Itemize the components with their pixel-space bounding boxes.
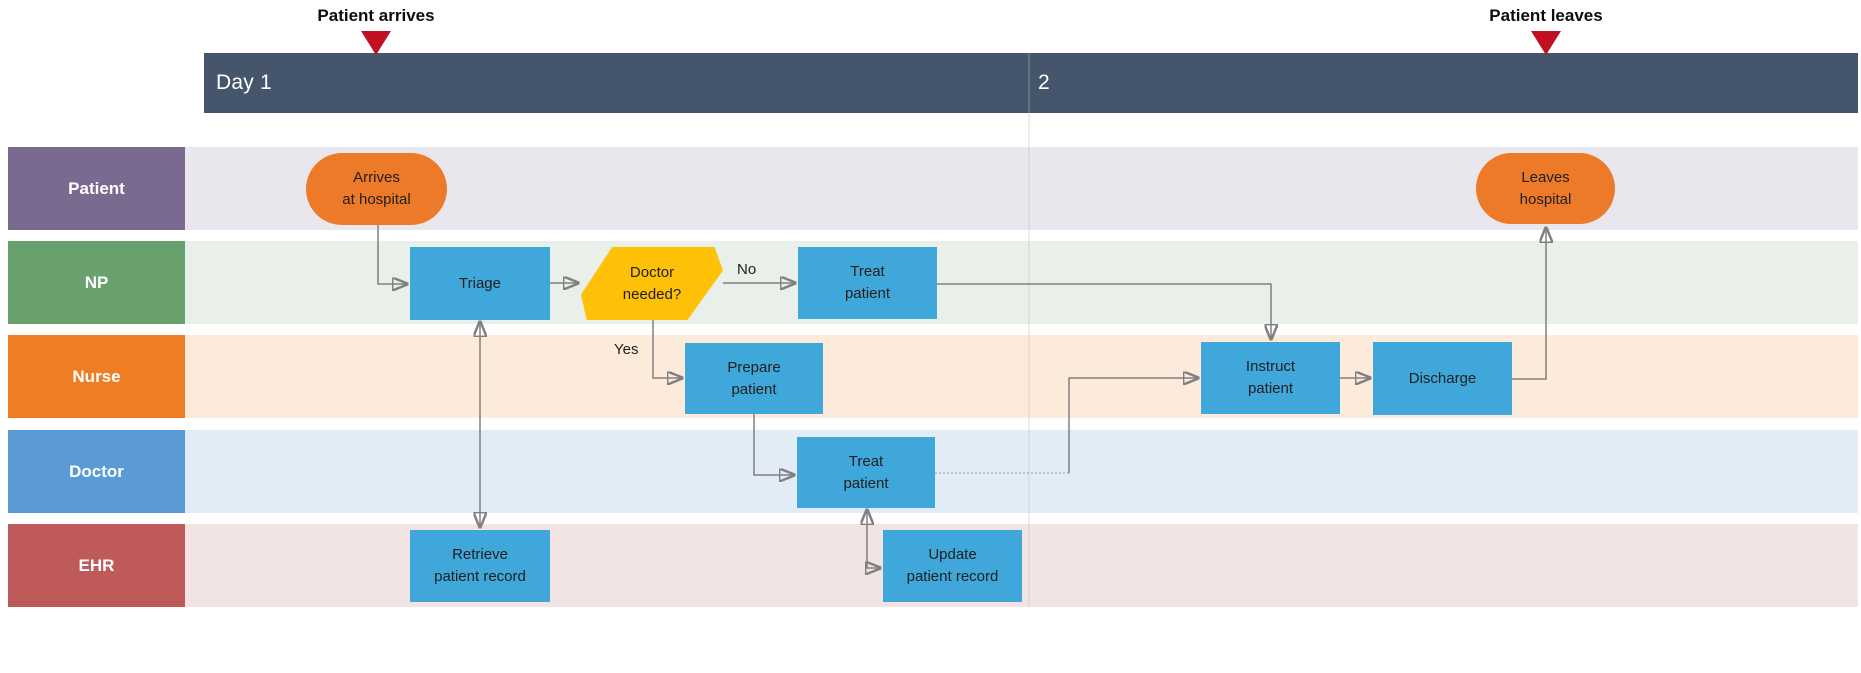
shape-text: Prepare bbox=[727, 358, 781, 376]
timeline-bar: Day 1 2 bbox=[204, 53, 1858, 113]
lane-nurse: Nurse bbox=[8, 335, 1858, 418]
shape-instruct-patient: Instruct patient bbox=[1201, 342, 1340, 414]
shape-text: Treat bbox=[850, 263, 885, 280]
shape-text: Doctor bbox=[629, 263, 675, 281]
milestone-leaves-label: Patient leaves bbox=[1489, 6, 1603, 25]
milestone-triangle-icon bbox=[1531, 31, 1561, 55]
shape-arrives-at-hospital: Arrives at hospital bbox=[306, 153, 447, 225]
shape-text: patient record bbox=[906, 568, 999, 585]
shape-text: Retrieve bbox=[452, 546, 508, 563]
shape-prepare-patient: Prepare patient bbox=[685, 343, 823, 414]
shape-text: Triage bbox=[459, 274, 501, 292]
shape-text: Instruct bbox=[1245, 358, 1296, 375]
edge-label-no: No bbox=[737, 261, 757, 278]
lane-label-ehr: EHR bbox=[8, 524, 185, 607]
shape-text: at hospital bbox=[342, 191, 411, 208]
day2-label: 2 bbox=[1038, 71, 1050, 94]
lane-label-patient: Patient bbox=[8, 147, 185, 230]
shape-text: patient record bbox=[434, 568, 526, 585]
day1-label: Day 1 bbox=[216, 71, 272, 94]
shape-text: Discharge bbox=[1408, 369, 1477, 387]
shape-treat-patient-np: Treat patient bbox=[798, 247, 937, 319]
shape-treat-patient-doctor: Treat patient bbox=[797, 437, 935, 508]
shape-text: hospital bbox=[1519, 190, 1572, 208]
shape-text: needed? bbox=[622, 285, 682, 303]
shape-text: Treat bbox=[848, 452, 884, 470]
shape-text: Leaves bbox=[1521, 168, 1570, 186]
lane-label-doctor: Doctor bbox=[8, 430, 185, 513]
milestone-patient-arrives: Patient arrives bbox=[256, 6, 496, 55]
shape-text: patient bbox=[731, 380, 777, 398]
shape-text: patient bbox=[843, 474, 889, 492]
shape-triage: Triage bbox=[410, 247, 550, 320]
shape-discharge: Discharge bbox=[1373, 342, 1512, 415]
shape-text: patient bbox=[844, 285, 891, 302]
milestone-triangle-icon bbox=[361, 31, 391, 55]
lane-label-np: NP bbox=[8, 241, 185, 324]
shape-text: Arrives bbox=[353, 169, 400, 186]
shape-update-patient-record: Update patient record bbox=[883, 530, 1022, 602]
lane-label-nurse: Nurse bbox=[8, 335, 185, 418]
shape-text: Update bbox=[928, 546, 977, 563]
shape-retrieve-patient-record: Retrieve patient record bbox=[410, 530, 550, 602]
shape-leaves-hospital: Leaves hospital bbox=[1476, 153, 1615, 224]
milestone-patient-leaves: Patient leaves bbox=[1426, 6, 1666, 55]
edge-label-yes: Yes bbox=[614, 341, 639, 358]
milestone-arrives-label: Patient arrives bbox=[317, 6, 435, 25]
shape-text: patient bbox=[1247, 380, 1294, 397]
